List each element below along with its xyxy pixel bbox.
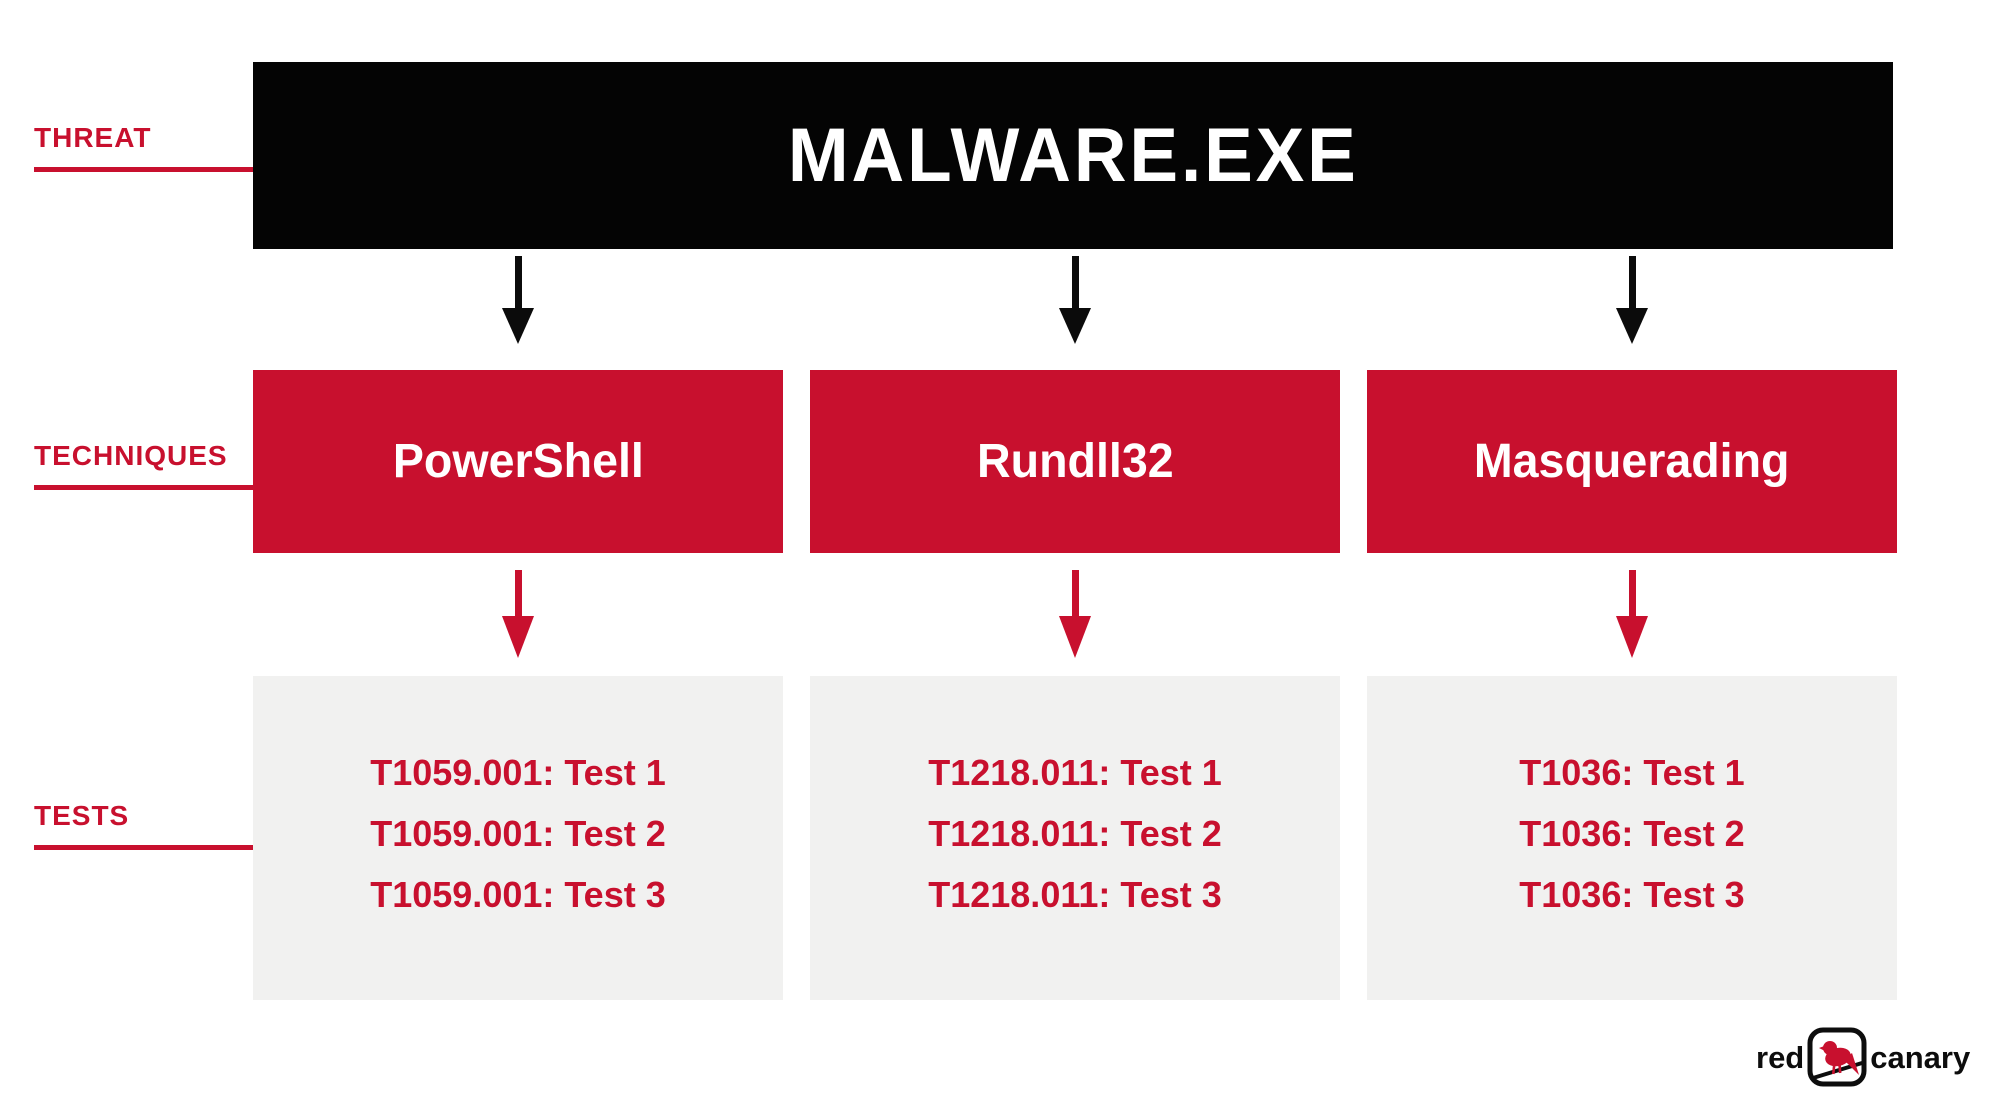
red-canary-logo: red canary: [1756, 1026, 1970, 1088]
technique-box-rundll32: Rundll32: [810, 370, 1340, 553]
arrow-stem: [1628, 570, 1636, 616]
test-item: T1218.011: Test 2: [928, 813, 1222, 854]
test-item: T1059.001: Test 3: [370, 874, 666, 915]
technique-name: Rundll32: [976, 434, 1174, 488]
arrow-down-icon: [1615, 570, 1649, 658]
arrow-stem: [1071, 256, 1079, 308]
technique-name: PowerShell: [392, 434, 644, 488]
technique-box-masquerading: Masquerading: [1367, 370, 1897, 553]
technique-name: Masquerading: [1474, 434, 1790, 488]
arrow-stem: [514, 570, 522, 616]
arrow-head: [1616, 616, 1648, 658]
threat-box: MALWARE.EXE: [253, 62, 1893, 249]
tests-row-line: [34, 845, 253, 850]
arrow-head: [502, 308, 534, 344]
threat-row-line: [34, 167, 253, 172]
arrow-down-icon: [1058, 570, 1092, 658]
logo-word-canary: canary: [1870, 1039, 1971, 1075]
test-item: T1036: Test 1: [1519, 752, 1745, 793]
arrow-stem: [514, 256, 522, 308]
arrow-head: [502, 616, 534, 658]
arrow-stem: [1071, 570, 1079, 616]
test-item: T1218.011: Test 1: [928, 752, 1222, 793]
arrow-down-icon: [501, 256, 535, 344]
test-item: T1059.001: Test 2: [370, 813, 666, 854]
arrow-head: [1059, 616, 1091, 658]
threat-row-label: THREAT: [34, 122, 152, 153]
tests-box-masquerading: T1036: Test 1 T1036: Test 2 T1036: Test …: [1367, 676, 1897, 1000]
tests-box-rundll32: T1218.011: Test 1 T1218.011: Test 2 T121…: [810, 676, 1340, 1000]
test-item: T1059.001: Test 1: [370, 752, 666, 793]
arrow-head: [1616, 308, 1648, 344]
tests-row-label: TESTS: [34, 800, 130, 831]
test-item: T1036: Test 2: [1519, 813, 1745, 854]
arrow-head: [1059, 308, 1091, 344]
technique-box-powershell: PowerShell: [253, 370, 783, 553]
arrow-down-icon: [501, 570, 535, 658]
techniques-row-line: [34, 485, 253, 490]
threat-title: MALWARE.EXE: [787, 112, 1359, 198]
techniques-row-label: TECHNIQUES: [34, 440, 228, 471]
canary-bird-icon: [1806, 1026, 1868, 1088]
arrow-down-icon: [1058, 256, 1092, 344]
arrow-down-icon: [1615, 256, 1649, 344]
test-item: T1218.011: Test 3: [928, 874, 1222, 915]
test-item: T1036: Test 3: [1519, 874, 1745, 915]
tests-box-powershell: T1059.001: Test 1 T1059.001: Test 2 T105…: [253, 676, 783, 1000]
arrow-stem: [1628, 256, 1636, 308]
logo-word-red: red: [1756, 1039, 1805, 1075]
